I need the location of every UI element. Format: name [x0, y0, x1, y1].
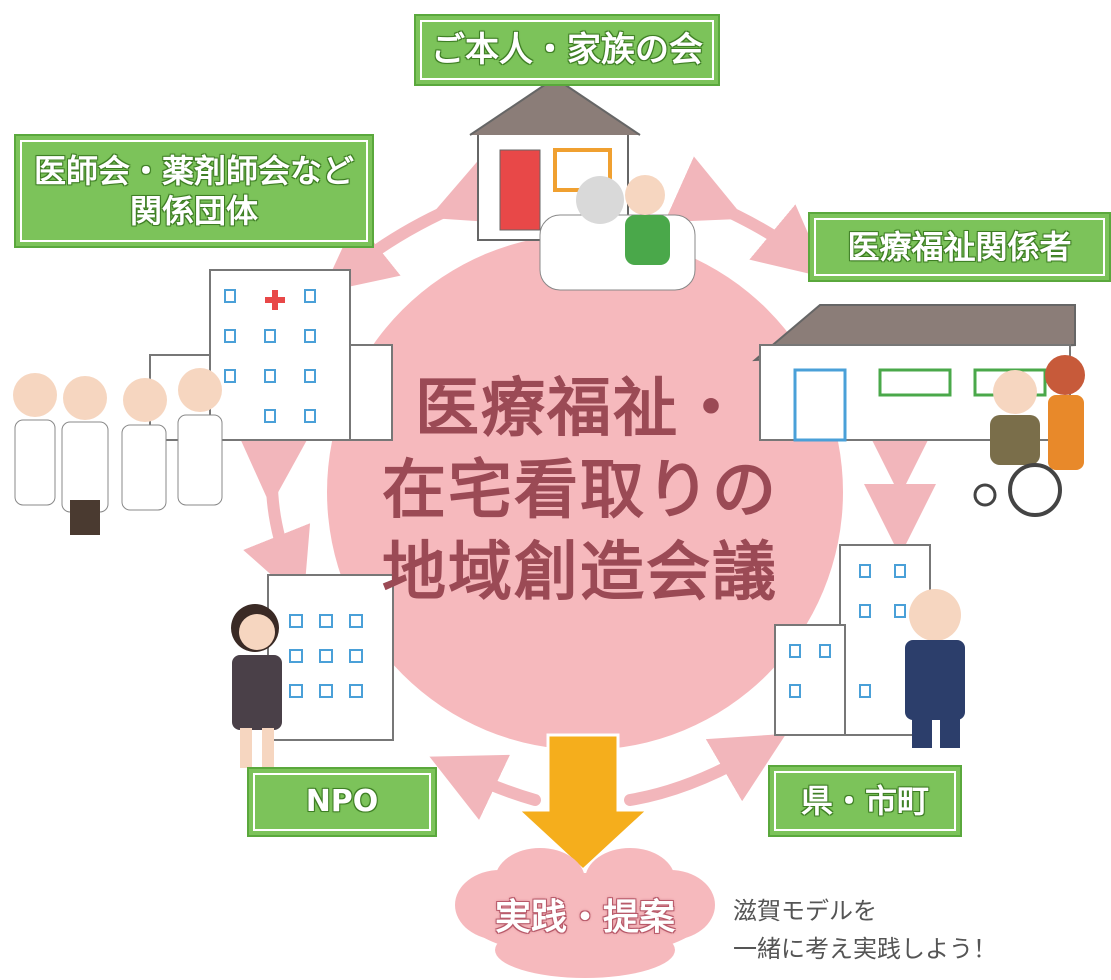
center-title-line3: 地域創造会議 [382, 536, 778, 610]
center-title-line1: 医療福祉・ [415, 372, 745, 446]
arrow-pref-center [624, 733, 787, 806]
slogan-line1: 滋賀モデルを [733, 897, 877, 925]
slogan-note: 滋賀モデルを 一緒に考え実践しよう！ [733, 892, 1093, 968]
label-medical-associations-line2: 関係団体 [129, 192, 258, 230]
arrow-medical-npo [237, 432, 311, 604]
official-icon [905, 589, 965, 748]
elderly-care-icon [973, 355, 1085, 517]
label-prefecture: 県・市町 [768, 765, 962, 837]
center-title-line2: 在宅看取りの [382, 454, 778, 528]
arrow-family-medical [321, 156, 510, 293]
label-family: ご本人・家族の会 [414, 14, 720, 86]
medical-staff-icon [13, 368, 223, 535]
center-title: 医療福祉・ 在宅看取りの 地域創造会議 [330, 368, 830, 614]
npo-building-icon [267, 574, 394, 741]
cloud-shape [455, 848, 715, 978]
down-arrow-icon [514, 733, 652, 873]
label-medical-associations-line1: 医師会・薬剤師会など [33, 152, 354, 190]
label-welfare: 医療福祉関係者 [808, 212, 1111, 282]
arrow-npo-center [429, 754, 541, 820]
label-npo: NPO [247, 767, 437, 837]
house-icon [469, 76, 696, 291]
arrow-family-welfare [664, 156, 828, 279]
slogan-line2: 一緒に考え実践しよう！ [733, 935, 997, 963]
clinic-icon [752, 304, 1076, 442]
speaker-woman-icon [231, 604, 282, 768]
label-medical-associations: 医師会・薬剤師会など 関係団体 [14, 134, 374, 248]
outcome-label: 実践・提案 [494, 897, 675, 938]
center-circle [327, 234, 843, 750]
cycle-arrows [237, 156, 936, 820]
